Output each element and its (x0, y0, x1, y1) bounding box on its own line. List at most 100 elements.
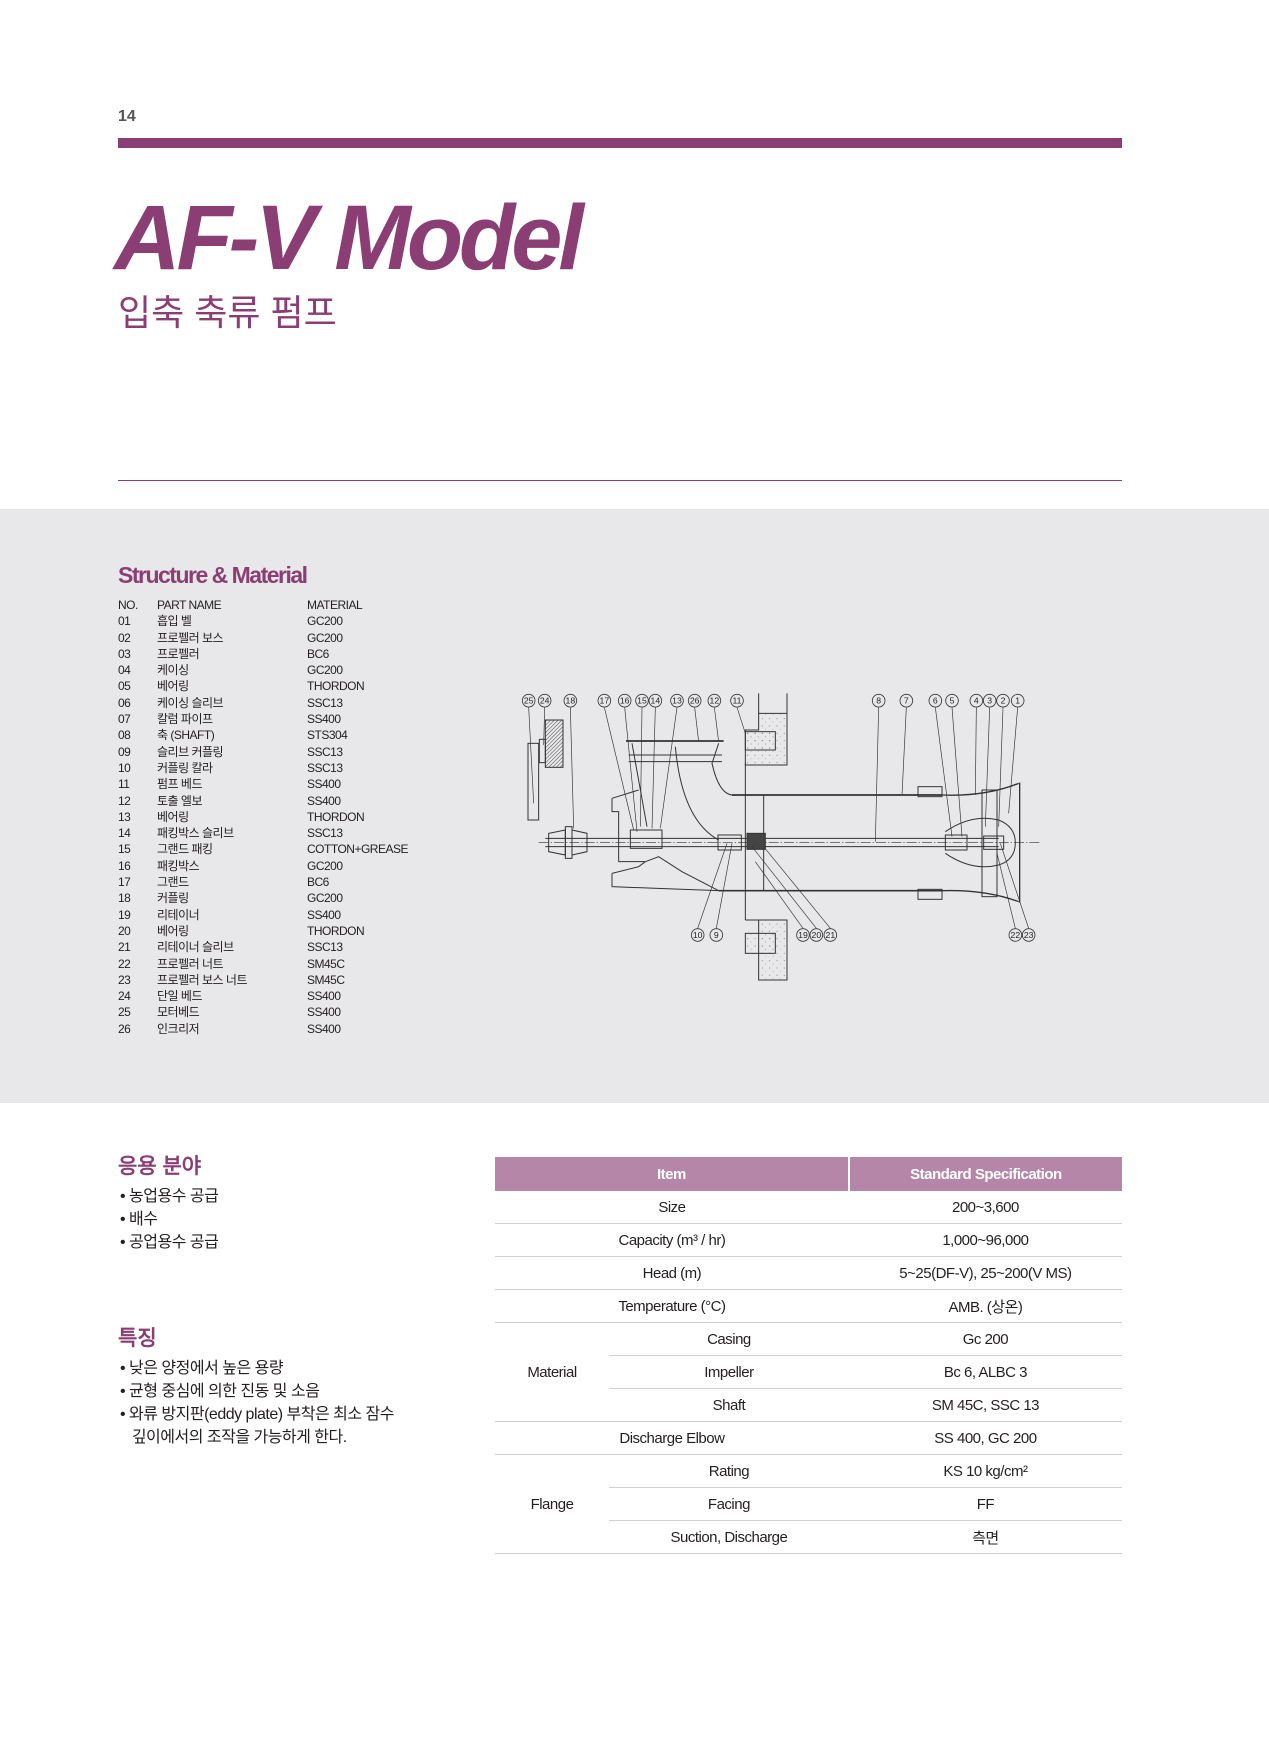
part-name: 펌프 베드 (157, 777, 203, 792)
part-no: 21 (118, 940, 131, 955)
part-material: SSC13 (307, 744, 343, 759)
part-material: SM45C (307, 972, 345, 987)
callout-circle (796, 928, 810, 942)
part-name: 패킹박스 슬리브 (157, 826, 234, 841)
header-spec: Standard Specification (848, 1157, 1122, 1191)
callout: 1 (1008, 693, 1025, 814)
col-material: MATERIAL (307, 598, 363, 612)
list-item: • 공업용수 공급 (120, 1234, 219, 1251)
part-material: SSC13 (307, 826, 343, 841)
callout-circle (521, 693, 536, 708)
callout-number: 7 (904, 696, 909, 706)
part-material: SSC13 (307, 940, 343, 955)
callout-number: 16 (620, 696, 630, 706)
part-material: SS400 (307, 1021, 341, 1036)
part-no: 08 (118, 728, 131, 743)
part-no: 20 (118, 923, 131, 938)
item-cell: Discharge Elbow (495, 1421, 849, 1455)
callout-number: 12 (710, 696, 720, 706)
callout-circle (670, 693, 684, 708)
part-name: 토출 엘보 (157, 793, 203, 808)
value-cell: AMB. (상온) (848, 1289, 1122, 1323)
part-material: STS304 (307, 728, 348, 743)
leader-line (996, 853, 1016, 929)
callout-circle (809, 928, 824, 942)
part-name: 커플링 (157, 891, 189, 906)
part-no: 13 (118, 809, 131, 824)
part-material: THORDON (307, 923, 365, 938)
part-material: SSC13 (307, 695, 343, 710)
part-material: SS400 (307, 1005, 341, 1020)
leader-line (998, 707, 1004, 827)
page-title: AF-V Model (114, 187, 584, 289)
part-name: 패킹박스 (157, 858, 200, 873)
item-cell: Casing (609, 1322, 849, 1356)
part-row: 14 패킹박스 슬리브 SSC13 (118, 825, 427, 841)
callout-circle (617, 693, 632, 708)
part-name: 베어링 (157, 809, 189, 824)
part-no: 14 (118, 826, 131, 841)
part-no: 18 (118, 891, 131, 906)
part-no: 09 (118, 744, 131, 759)
value-cell: 1,000~96,000 (848, 1223, 1122, 1257)
callout: 12 (707, 693, 722, 742)
part-name: 칼럼 파이프 (157, 712, 213, 727)
part-no: 05 (118, 679, 131, 694)
callout-number: 13 (672, 696, 682, 706)
part-name: 베어링 (157, 679, 189, 694)
callout-circle (1021, 928, 1036, 942)
callout-number: 9 (714, 930, 719, 940)
list-item: • 배수 (120, 1211, 158, 1228)
part-no: 01 (118, 614, 131, 629)
callout-number: 20 (812, 930, 822, 940)
callout: 25 (521, 693, 536, 804)
group-cell: Material (495, 1322, 609, 1422)
leader-line (640, 707, 643, 827)
item-cell: Size (495, 1191, 849, 1224)
callout-number: 19 (798, 930, 808, 940)
value-cell: Gc 200 (848, 1322, 1122, 1356)
parts-header: NO. PART NAME MATERIAL (118, 597, 427, 613)
part-name: 그랜드 (157, 875, 189, 890)
part-name: 프로펠러 보스 (157, 630, 224, 645)
part-no: 06 (118, 695, 131, 710)
callout-number: 4 (974, 696, 979, 706)
value-cell: SS 400, GC 200 (848, 1421, 1122, 1455)
col-part-name: PART NAME (157, 598, 222, 612)
part-name: 프로펠러 너트 (157, 956, 224, 971)
callout-circle (1010, 693, 1025, 708)
callout-circle (945, 693, 959, 708)
leader-line (1000, 843, 1029, 929)
part-no: 12 (118, 793, 131, 808)
callout-number: 17 (600, 696, 610, 706)
part-row: 08 축 (SHAFT) STS304 (118, 727, 427, 743)
part-name: 축 (SHAFT) (157, 728, 215, 743)
part-material: THORDON (307, 809, 365, 824)
value-cell: 5~25(DF-V), 25~200(V MS) (848, 1256, 1122, 1290)
callout-circle (1008, 928, 1023, 942)
group-cell: Flange (495, 1454, 609, 1554)
applications-list: • 농업용수 공급 • 배수 • 공업용수 공급 (120, 1185, 219, 1254)
table-header-row: Item Standard Specification (495, 1157, 1122, 1191)
callout-circle (928, 693, 943, 708)
list-item: • 농업용수 공급 (120, 1188, 219, 1205)
callout-number: 3 (987, 696, 992, 706)
part-material: SS400 (307, 777, 341, 792)
callout-number: 25 (524, 696, 534, 706)
callout-number: 22 (1011, 930, 1021, 940)
callout-circle (690, 928, 705, 942)
leader-line (604, 707, 634, 831)
part-material: SSC13 (307, 760, 343, 775)
callout: 10 (690, 843, 728, 942)
part-material: SS400 (307, 793, 341, 808)
